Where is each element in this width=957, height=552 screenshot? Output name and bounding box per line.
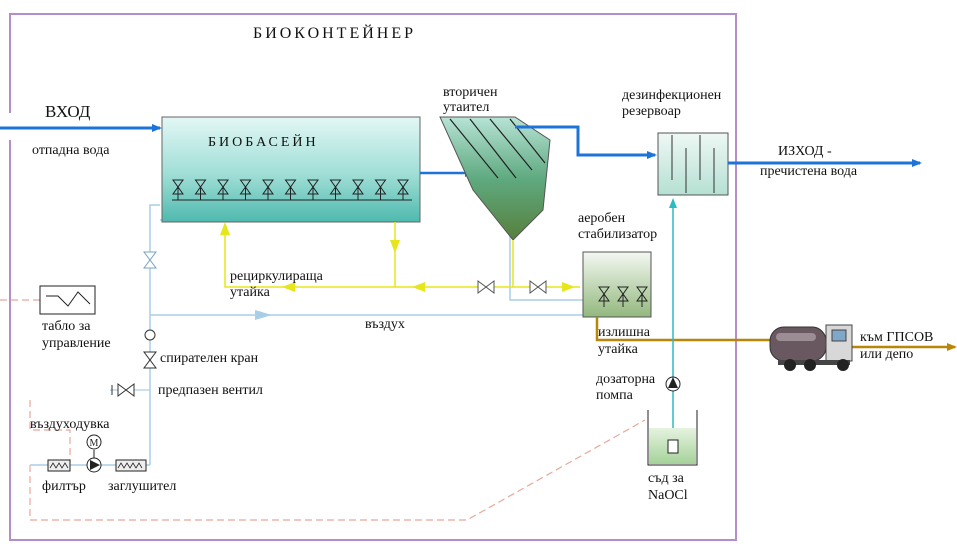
pressure-gauge-icon bbox=[144, 329, 156, 341]
disinfection-tank bbox=[657, 132, 729, 196]
aerobic-stabilizer-tank bbox=[582, 251, 652, 318]
diffuser bbox=[374, 179, 387, 200]
blower-icon[interactable] bbox=[86, 457, 102, 473]
outlet-label-1: ИЗХОД - bbox=[778, 144, 832, 159]
control-panel-signal bbox=[46, 291, 91, 307]
control-panel-label-1: табло за bbox=[42, 319, 91, 334]
filter-pattern bbox=[49, 462, 69, 469]
settler-to-disinfection-pipe bbox=[515, 125, 657, 159]
disinfection-baffles bbox=[671, 135, 715, 193]
blower-label: въздуходувка bbox=[30, 417, 110, 432]
control-lines bbox=[0, 299, 646, 521]
shutoff-valve-icon[interactable] bbox=[143, 351, 157, 369]
safety-valve-label: предпазен вентил bbox=[158, 383, 263, 398]
recirc-arrow-left-2 bbox=[412, 282, 425, 292]
naocl-label-1: съд за bbox=[648, 471, 684, 486]
air-label: въздух bbox=[365, 317, 405, 332]
recirc-valve-1[interactable] bbox=[477, 280, 495, 294]
naocl-tank-outline bbox=[647, 410, 698, 466]
naocl-intake bbox=[667, 439, 679, 454]
dosing-pump-label-2: помпа bbox=[596, 388, 633, 403]
diffuser bbox=[617, 286, 629, 307]
filter-icon bbox=[47, 459, 71, 472]
diffuser bbox=[217, 179, 229, 200]
diffuser bbox=[239, 179, 252, 200]
biobasin-label: БИОБАСЕЙН bbox=[208, 135, 319, 150]
diffuser bbox=[329, 179, 342, 200]
motor-symbol: M bbox=[90, 438, 99, 449]
air-flow-arrow bbox=[255, 310, 272, 320]
air-line-valve[interactable] bbox=[143, 251, 157, 269]
biobasin-tank bbox=[161, 116, 421, 223]
destination-label-2: или депо bbox=[860, 347, 914, 362]
disinfection-label-1: дезинфекционен bbox=[622, 88, 722, 103]
shutoff-valve-label: спирателен кран bbox=[160, 351, 259, 366]
filter-label: филтър bbox=[42, 479, 86, 494]
destination-label-1: към ГПСОВ bbox=[860, 330, 934, 345]
recirc-arrow-down bbox=[390, 240, 400, 253]
diffuser bbox=[636, 286, 648, 307]
control-panel-icon[interactable] bbox=[39, 285, 96, 315]
recirc-valve-2[interactable] bbox=[529, 280, 547, 294]
diffuser bbox=[284, 179, 297, 200]
tanker-truck-icon bbox=[769, 324, 853, 371]
silencer-icon bbox=[115, 459, 147, 472]
diffuser bbox=[598, 286, 610, 307]
excess-sludge-label-1: излишна bbox=[598, 325, 650, 340]
stabilizer-diffusers bbox=[598, 286, 648, 307]
diffuser bbox=[172, 179, 184, 200]
inlet-sublabel: отпадна вода bbox=[32, 143, 110, 158]
diffuser bbox=[194, 179, 207, 200]
silencer-label: заглушител bbox=[108, 479, 177, 494]
motor-icon bbox=[86, 434, 102, 450]
control-panel-label-2: управление bbox=[42, 336, 111, 351]
stabilizer-label-1: аеробен bbox=[578, 211, 626, 226]
diagram-title: БИОКОНТЕЙНЕР bbox=[253, 25, 417, 42]
silencer-pattern bbox=[117, 462, 143, 469]
excess-sludge-pipe bbox=[595, 317, 770, 342]
naocl-label-2: NaOCl bbox=[648, 488, 688, 503]
secondary-settler bbox=[439, 116, 551, 241]
settler-label-1: вторичен bbox=[443, 85, 498, 100]
recirculation-label-2: утайка bbox=[230, 285, 270, 300]
disinfection-label-2: резервоар bbox=[622, 104, 681, 119]
safety-valve-icon[interactable] bbox=[111, 383, 135, 397]
inlet-label: ВХОД bbox=[45, 102, 91, 121]
recirculation-label-1: рециркулираща bbox=[230, 269, 323, 284]
biobasin-diffusers bbox=[172, 179, 412, 201]
outlet-label-2: пречистена вода bbox=[760, 164, 858, 179]
diffuser bbox=[352, 179, 364, 200]
diffuser bbox=[307, 179, 319, 200]
recirc-arrow-left bbox=[282, 282, 295, 292]
excess-sludge-label-2: утайка bbox=[598, 342, 638, 357]
container-frame bbox=[9, 13, 737, 541]
diffuser bbox=[397, 179, 409, 200]
stabilizer-inlet-arrow bbox=[562, 282, 575, 292]
diffuser bbox=[262, 179, 274, 200]
recirc-arrow-up bbox=[220, 222, 230, 235]
stabilizer-label-2: стабилизатор bbox=[578, 227, 658, 242]
dosing-pump-icon[interactable] bbox=[665, 376, 681, 392]
settler-label-2: утаител bbox=[443, 100, 490, 115]
dosing-pump-label-1: дозаторна bbox=[596, 372, 656, 387]
